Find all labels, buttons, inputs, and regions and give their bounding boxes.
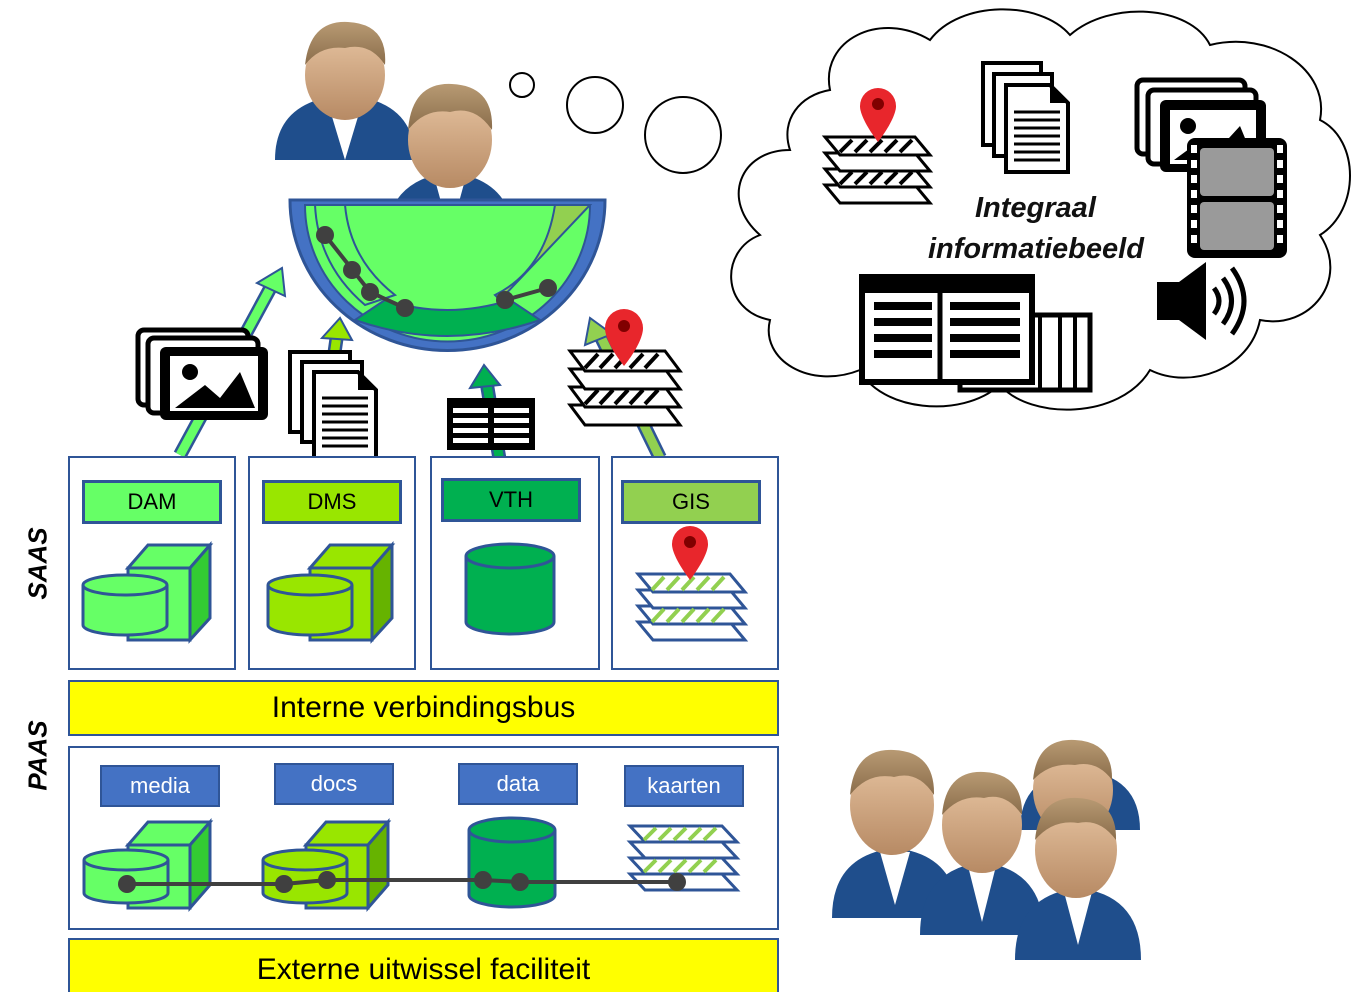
document-stack-icon xyxy=(288,350,378,464)
image-stack-icon xyxy=(135,327,268,420)
map-marker-icon xyxy=(605,309,643,366)
external-bus: Externe uitwissel faciliteit xyxy=(68,938,779,992)
user-icon xyxy=(275,21,415,160)
cloud-title-line1: Integraal xyxy=(975,192,1096,224)
service-label-dms: DMS xyxy=(262,480,402,524)
thought-bubble xyxy=(566,76,624,134)
internal-bus: Interne verbindingsbus xyxy=(68,680,779,736)
store-label-media: media xyxy=(100,765,220,807)
service-label-dam: DAM xyxy=(82,480,222,524)
map-layers-icon xyxy=(567,349,683,427)
service-label-vth: VTH xyxy=(441,478,581,522)
integration-dashboard-icon xyxy=(288,198,607,352)
cloud-title-line2: informatiebeeld xyxy=(928,233,1144,265)
paas-side-label: PAAS xyxy=(22,720,53,791)
store-label-data: data xyxy=(458,763,578,805)
table-icon xyxy=(447,398,535,450)
service-label-gis: GIS xyxy=(621,480,761,524)
thought-bubble xyxy=(644,96,722,174)
store-label-docs: docs xyxy=(274,763,394,805)
saas-side-label: SAAS xyxy=(22,527,53,600)
store-label-kaarten: kaarten xyxy=(624,765,744,807)
thought-bubble xyxy=(509,72,535,98)
